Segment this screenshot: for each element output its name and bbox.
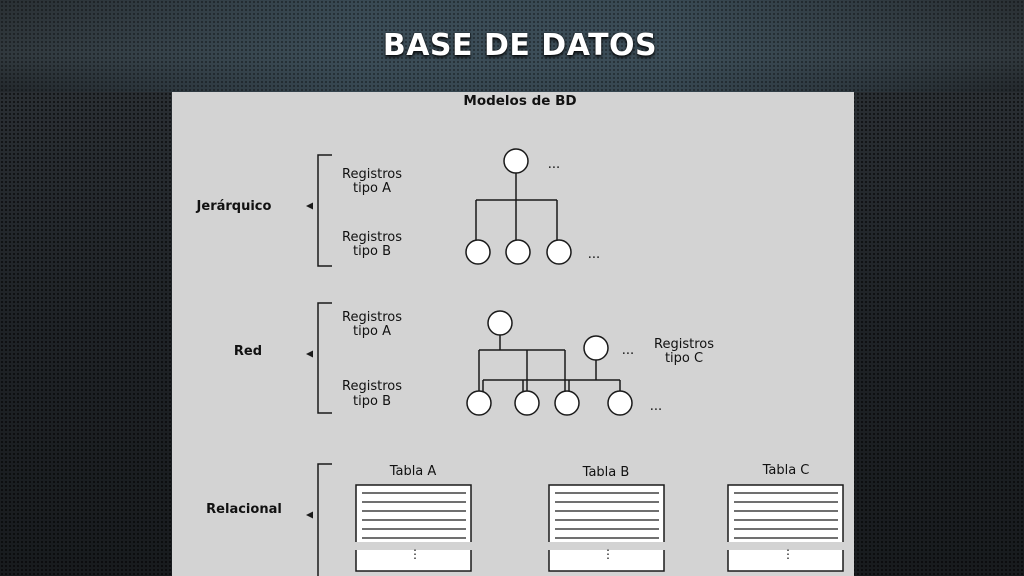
relational-bracket (317, 463, 332, 576)
relational-model: Relacional Tabla A ⋮ Tabla B ⋮ Tabla C ⋮ (206, 463, 846, 576)
table-a-break (353, 542, 474, 550)
hierarchical-child-node (546, 239, 572, 265)
network-node-b (607, 390, 633, 416)
network-record-c-line1: Registros (654, 337, 714, 352)
table-c-rows (734, 492, 838, 539)
hierarchical-root-node (503, 148, 529, 174)
hierarchical-record-b-line2: tipo B (353, 244, 391, 259)
hierarchical-links (475, 172, 558, 241)
hierarchical-label: Jerárquico (196, 199, 272, 214)
hierarchical-model: Jerárquico Registros tipo A Registros ti… (196, 148, 600, 267)
table-a (355, 484, 472, 572)
table-a-rows (362, 492, 466, 539)
hierarchical-root-ellipsis: ... (548, 157, 560, 172)
hierarchical-record-a-line1: Registros (342, 167, 402, 182)
network-node-c (583, 335, 609, 361)
network-node-b (554, 390, 580, 416)
table-c-title: Tabla C (762, 463, 810, 478)
network-pointer (306, 350, 313, 358)
table-b-rows (555, 492, 659, 539)
hierarchical-child-node (465, 239, 491, 265)
network-record-a-line1: Registros (342, 310, 402, 325)
relational-pointer (306, 511, 313, 519)
page-title: BASE DE DATOS (382, 28, 658, 63)
diagram-heading: Modelos de BD (463, 93, 576, 109)
network-node-b (466, 390, 492, 416)
network-label: Red (234, 344, 262, 359)
relational-label: Relacional (206, 502, 282, 517)
network-record-a-line2: tipo A (353, 324, 391, 339)
table-b-break (546, 542, 667, 550)
network-bracket (317, 302, 332, 414)
table-c (727, 484, 844, 572)
network-record-c-line2: tipo C (665, 351, 703, 366)
network-record-b-line1: Registros (342, 379, 402, 394)
hierarchical-record-a-line2: tipo A (353, 181, 391, 196)
hierarchical-child-ellipsis: ... (588, 247, 600, 262)
network-c-ellipsis: ... (622, 343, 634, 358)
hierarchical-bracket (317, 154, 332, 267)
hierarchical-pointer (306, 202, 313, 210)
network-links (478, 334, 621, 392)
database-models-diagram: Modelos de BD Jerárquico Registros tipo … (196, 93, 846, 576)
title-band (0, 0, 1024, 92)
table-a-ellipsis: ⋮ (409, 547, 421, 561)
table-a-title: Tabla A (389, 464, 437, 479)
table-c-break (725, 542, 846, 550)
network-record-b-line2: tipo B (353, 394, 391, 409)
table-b (548, 484, 665, 572)
table-b-title: Tabla B (582, 465, 630, 480)
network-model: Red Registros tipo A Registros tipo B Re… (234, 302, 714, 416)
diagram-panel: Modelos de BD Jerárquico Registros tipo … (172, 92, 854, 576)
table-b-ellipsis: ⋮ (602, 547, 614, 561)
hierarchical-child-node (505, 239, 531, 265)
table-c-ellipsis: ⋮ (782, 547, 794, 561)
network-node-a (487, 310, 513, 336)
hierarchical-record-b-line1: Registros (342, 230, 402, 245)
network-node-b (514, 390, 540, 416)
network-b-ellipsis: ... (650, 399, 662, 414)
